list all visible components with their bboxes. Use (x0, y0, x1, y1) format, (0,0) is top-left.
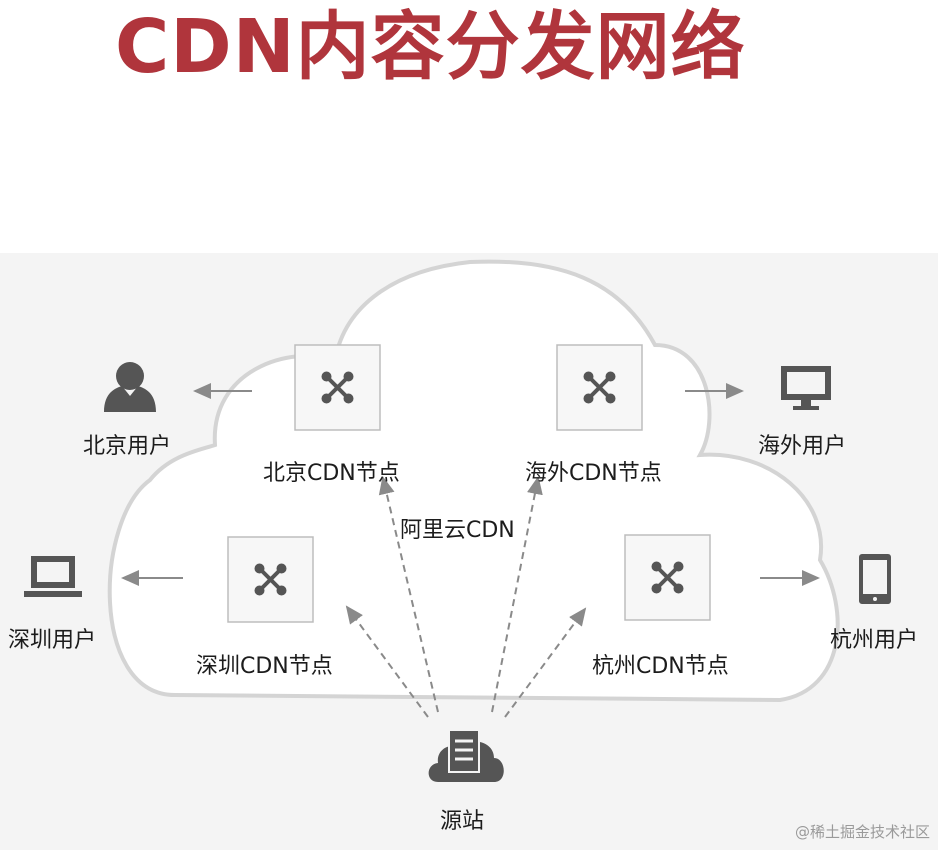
node-label-overseas: 海外CDN节点 (525, 461, 662, 486)
dashed-arrow-to-beijing (378, 476, 439, 713)
cdn-node-hangzhou (624, 534, 711, 621)
dashed-arrow-to-overseas (491, 476, 543, 713)
network-node-icon (254, 563, 287, 596)
dashed-arrow-to-hangzhou (504, 607, 587, 718)
cdn-node-overseas (556, 344, 643, 431)
monitor-icon (781, 366, 831, 410)
phone-icon (859, 554, 891, 604)
watermark: @稀土掘金技术社区 (794, 823, 930, 841)
origin-label: 源站 (440, 809, 485, 834)
user-label-shenzhen: 深圳用户 (8, 628, 97, 653)
laptop-icon (24, 556, 82, 597)
node-label-beijing: 北京CDN节点 (263, 461, 400, 486)
user-label-hangzhou: 杭州用户 (830, 628, 919, 653)
node-label-shenzhen: 深圳CDN节点 (196, 654, 333, 679)
cloud-outline (107, 259, 840, 703)
node-label-hangzhou: 杭州CDN节点 (592, 654, 729, 679)
page-title: CDN内容分发网络 (115, 4, 746, 90)
dashed-arrow-to-shenzhen (345, 605, 429, 718)
network-node-icon (651, 561, 684, 594)
cdn-node-beijing (294, 344, 381, 431)
server-cloud-icon (428, 729, 504, 782)
person-icon (104, 362, 156, 412)
cdn-node-shenzhen (227, 536, 314, 623)
network-node-icon (321, 371, 354, 404)
user-label-overseas: 海外用户 (758, 434, 847, 459)
cloud-label: 阿里云CDN (400, 518, 515, 543)
user-label-beijing: 北京用户 (83, 434, 172, 459)
network-node-icon (583, 371, 616, 404)
